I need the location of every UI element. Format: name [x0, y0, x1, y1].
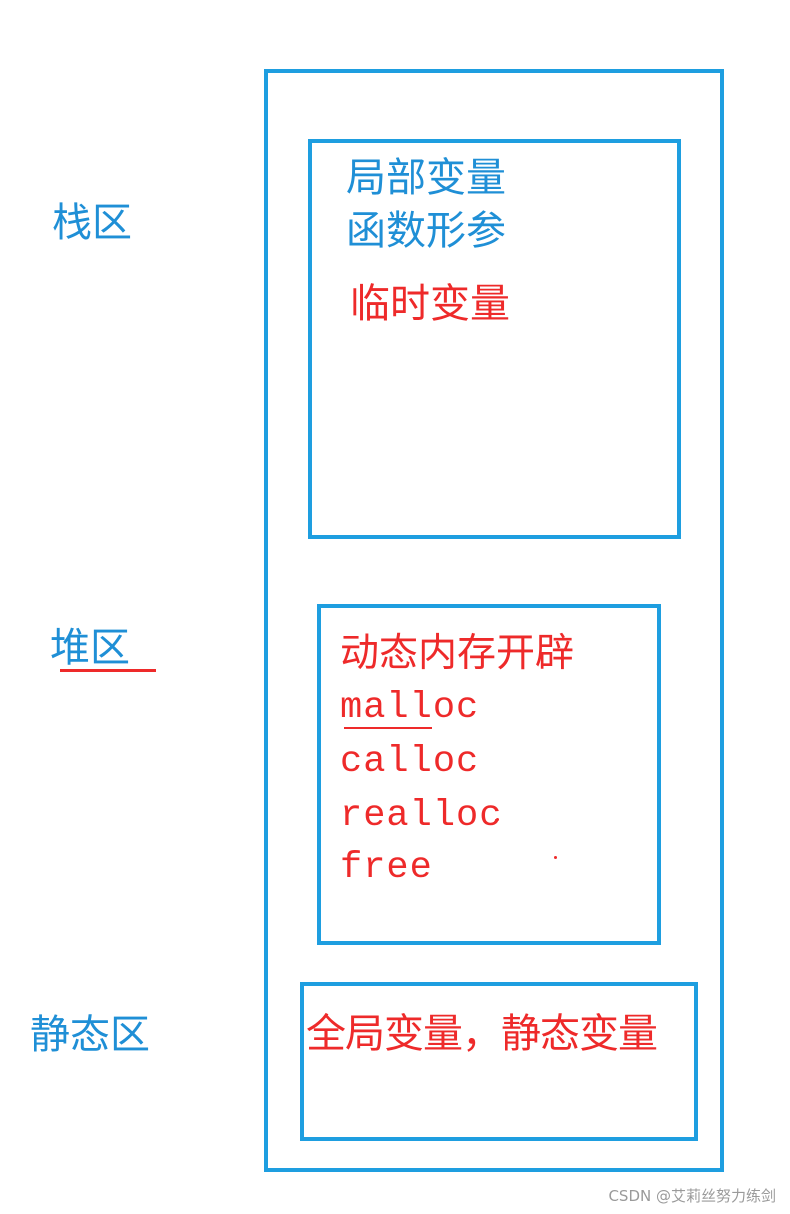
heap-label-underline	[60, 669, 156, 672]
heap-item-calloc: calloc	[340, 741, 480, 783]
stack-item-temp-vars: 临时变量	[350, 281, 510, 327]
memory-outer-box	[264, 69, 724, 1172]
heap-box	[317, 604, 661, 945]
stack-item-local-vars: 局部变量	[346, 155, 506, 201]
static-region-label: 静态区	[30, 1012, 150, 1058]
heap-title: 动态内存开辟	[340, 631, 575, 676]
heap-region-label: 堆区	[50, 625, 130, 671]
stack-box	[308, 139, 681, 539]
stack-region-label: 栈区	[52, 200, 132, 246]
stack-item-func-params: 函数形参	[346, 208, 506, 254]
static-box	[300, 982, 698, 1141]
stray-dot-1	[496, 818, 499, 821]
csdn-watermark: CSDN @艾莉丝努力练剑	[608, 1187, 776, 1205]
stray-dot-2	[554, 856, 557, 859]
heap-item-free: free	[340, 847, 433, 889]
static-box-text: 全局变量，静态变量	[306, 1011, 658, 1057]
malloc-underline	[344, 727, 432, 729]
heap-item-realloc: realloc	[340, 795, 503, 837]
heap-item-malloc: malloc	[340, 687, 480, 729]
